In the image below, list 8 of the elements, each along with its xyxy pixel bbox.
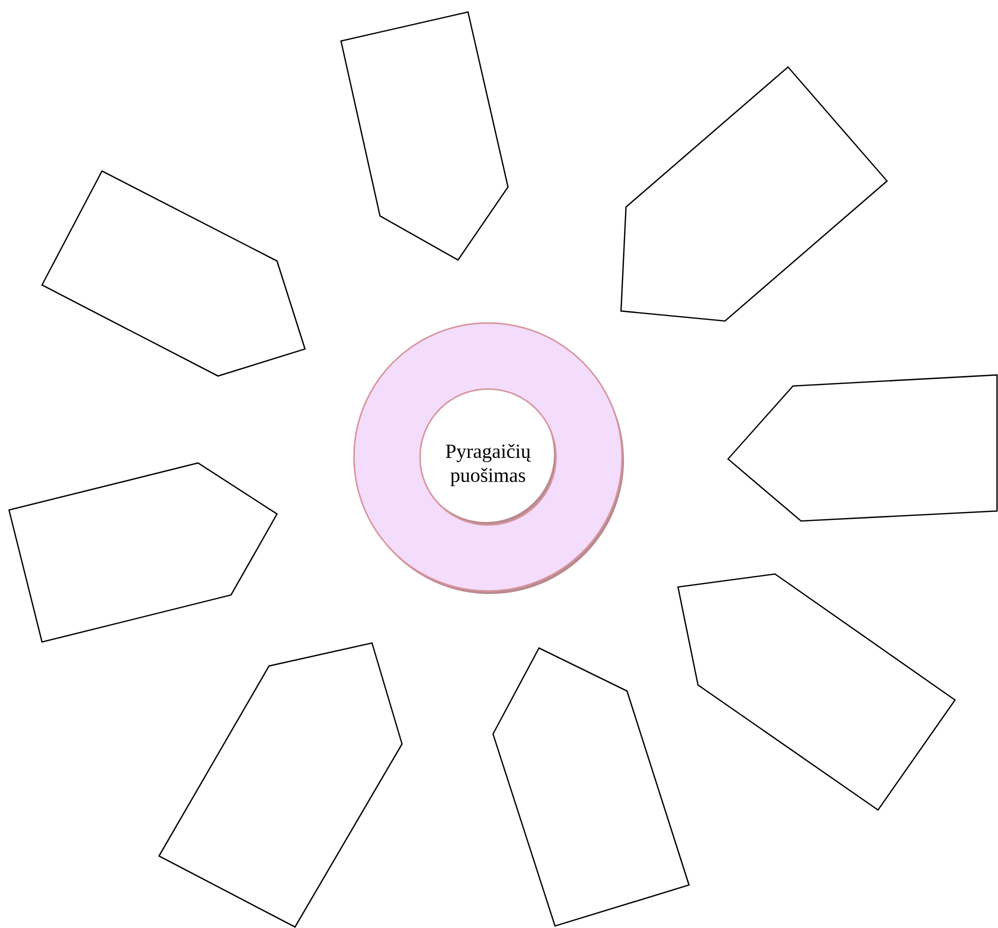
pentagon-shape (158, 642, 403, 928)
pentagon-shape (727, 374, 998, 522)
pentagon-shape (492, 647, 690, 927)
pentagon-shape (620, 66, 888, 322)
pentagon-shape (8, 462, 278, 643)
pentagon-shape (41, 170, 306, 377)
pentagon-shape (677, 573, 956, 811)
pentagon-shape (340, 11, 509, 261)
